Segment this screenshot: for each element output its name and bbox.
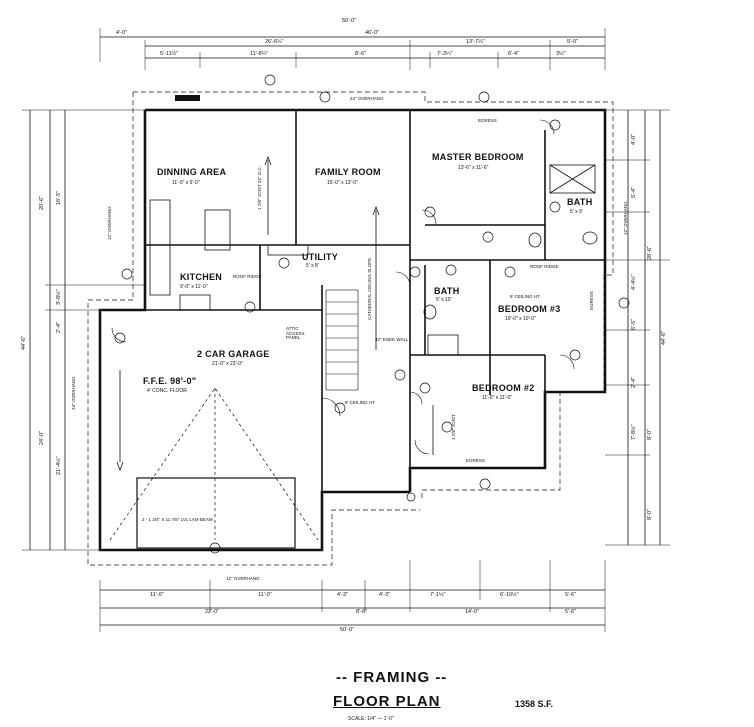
title-scale: SCALE: 1/4" — 1'-0" [348,716,394,722]
note-knee-wall: 42" KNEE WALL [375,337,409,342]
note-cathedral: CATHEDRAL CEILING SLOPE [367,257,372,320]
dim-right-6: 2'-4" [631,377,637,388]
room-bath-master-name: BATH [567,197,593,207]
dim-left-1: 20'-6" [39,195,45,210]
dim-bottom-row2-4: 5'-6" [565,609,576,615]
dim-bottom-7: 5'-6" [565,592,576,598]
note-egress-bed2: EGRESS [466,458,485,463]
dim-top-left-offset: 4'-0" [116,30,127,36]
note-beam-1: 2 - 1 3/4" X 11 7/8" LVL LAM BEAM [142,517,213,522]
dim-top-row3-4: 7'-3¼" [437,51,453,57]
dim-right-4: 4'-4½" [631,274,637,290]
dim-left-5: 24'-0" [39,430,45,445]
room-bedroom3-size: 10'-0" x 10'-0" [505,316,536,322]
room-bath-master-size: 5' x 9' [570,209,583,215]
title-floor-plan: FLOOR PLAN [333,693,441,710]
dim-overall-top: 50'-0" [342,18,357,24]
note-ceiling-ht-2: 8' CEILING HT. [345,400,376,405]
note-attic: ATTIC ACCESS PANEL [286,326,305,340]
note-overhang-top: 24" OVERHANG [350,96,384,101]
note-joist-bed2: 1 7/8" JOIST [451,414,456,440]
note-roof-ridge-1: ROOF RIDGE [233,274,262,279]
note-ceiling-ht: 8' CEILING HT. [510,294,541,299]
room-master-name: MASTER BEDROOM [432,152,524,162]
room-garage-size: 21'-0" x 23'-0" [212,361,243,367]
note-floor: 4' CONC. FLOOR [147,388,187,394]
room-kitchen-size: 9'-0" x 11'-0" [180,284,208,290]
dim-right-3: 5'-4" [631,187,637,198]
dim-top-row3-2: 11'-8¼" [250,51,269,57]
room-bedroom2-size: 11'-0" x 11'-0" [482,395,513,401]
room-garage-name: 2 CAR GARAGE [197,349,270,359]
room-dining-size: 11'-0" x 9'-0" [172,180,200,186]
note-overhang-bottom: 12" OVERHANG [226,576,260,581]
note-egress-master: EGRESS [478,118,497,123]
room-bedroom3-name: BEDROOM #3 [498,304,561,314]
dim-right-7: 7'-8½" [631,424,637,440]
note-overhang-garage: 24" OVERHANG [71,376,76,410]
dim-bottom-row2-2: 8'-6" [356,609,367,615]
dim-bottom-row2-1: 22'-0" [205,609,220,615]
dim-right-5: 6'-5" [631,319,637,330]
dim-top-seg-3: 5'-0" [567,39,578,45]
note-overhang-left: 12" OVERHANG [107,206,112,240]
dim-bottom-6: 6'-10½" [500,592,519,598]
title-framing: -- FRAMING -- [336,669,448,686]
note-ffe: F.F.E. 98'-0" [143,376,197,386]
dim-right-9: 8'-0" [647,509,653,520]
dim-top-seg-2: 13'-7¼" [466,39,485,45]
note-roof-ridge-2: ROOF RIDGE [530,264,559,269]
dim-left-4: 2'-4" [56,322,62,333]
note-overhang-right: 12" OVERHANG [623,201,628,235]
room-utility-size: 5' x 8' [306,263,319,269]
room-family-name: FAMILY ROOM [315,167,381,177]
dim-bottom-5: 7'-1½" [430,592,446,598]
room-utility-name: UTILITY [302,252,339,262]
dim-bottom-1: 11'-0" [150,592,164,598]
dim-right-1: 28'-6" [647,245,653,260]
room-bath-hall-size: 5' x 10' [436,297,452,303]
room-master-size: 13'-6" x 11'-6" [458,165,489,171]
dim-right-2: 4'-0" [631,134,637,145]
room-bedroom2-name: BEDROOM #2 [472,383,535,393]
room-dining-name: DINNING AREA [157,167,227,177]
dim-left-2: 16'-5" [56,190,62,205]
room-bath-hall-name: BATH [434,286,460,296]
dim-bottom-3: 4'-3" [337,592,348,598]
dim-left-outer: 44'-6" [21,335,27,350]
dim-top-row3-1: 5'-11½" [160,51,179,57]
dim-top-seg-1: 26'-6¼" [265,39,284,45]
dim-top-mid-span: 46'-0" [365,30,380,36]
room-kitchen-name: KITCHEN [180,272,223,282]
dim-bottom-4: 4'-3" [379,592,390,598]
dim-bottom-row2-3: 14'-0" [465,609,480,615]
dim-left-3: 3'-8½" [56,289,62,305]
dim-bottom-2: 11'-0" [258,592,272,598]
dim-right-8: 8'-0" [647,429,653,440]
dim-right-outer: 44'-6" [661,330,667,345]
room-family-size: 15'-0" x 13'-0" [327,180,358,186]
dim-top-row3-3: 8'-6" [355,51,366,57]
title-area: 1358 S.F. [515,699,554,709]
dim-left-6: 21'-4½" [56,456,62,475]
note-egress-bed3: EGRESS [589,291,594,310]
dim-overall-bottom: 50'-0" [340,627,355,633]
dim-top-row3-5: 6'-4" [508,51,519,57]
dim-top-row3-6: 3½" [556,51,566,57]
note-joist-family: 1 7/8" JOIST 24" O.C. [257,166,262,210]
